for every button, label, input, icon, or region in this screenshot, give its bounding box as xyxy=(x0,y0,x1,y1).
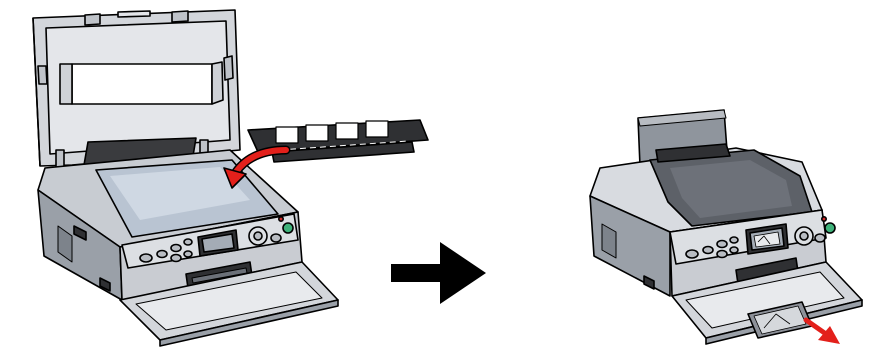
right-arrow-icon xyxy=(388,238,498,308)
film-holder xyxy=(247,119,429,163)
curved-arrow-icon xyxy=(223,145,291,189)
printer-open-lid-illustration xyxy=(0,0,440,352)
printer-body xyxy=(37,149,339,347)
scanner-lid xyxy=(32,9,241,171)
printer-closed-illustration xyxy=(540,0,886,352)
red-arrow-icon xyxy=(803,317,840,344)
